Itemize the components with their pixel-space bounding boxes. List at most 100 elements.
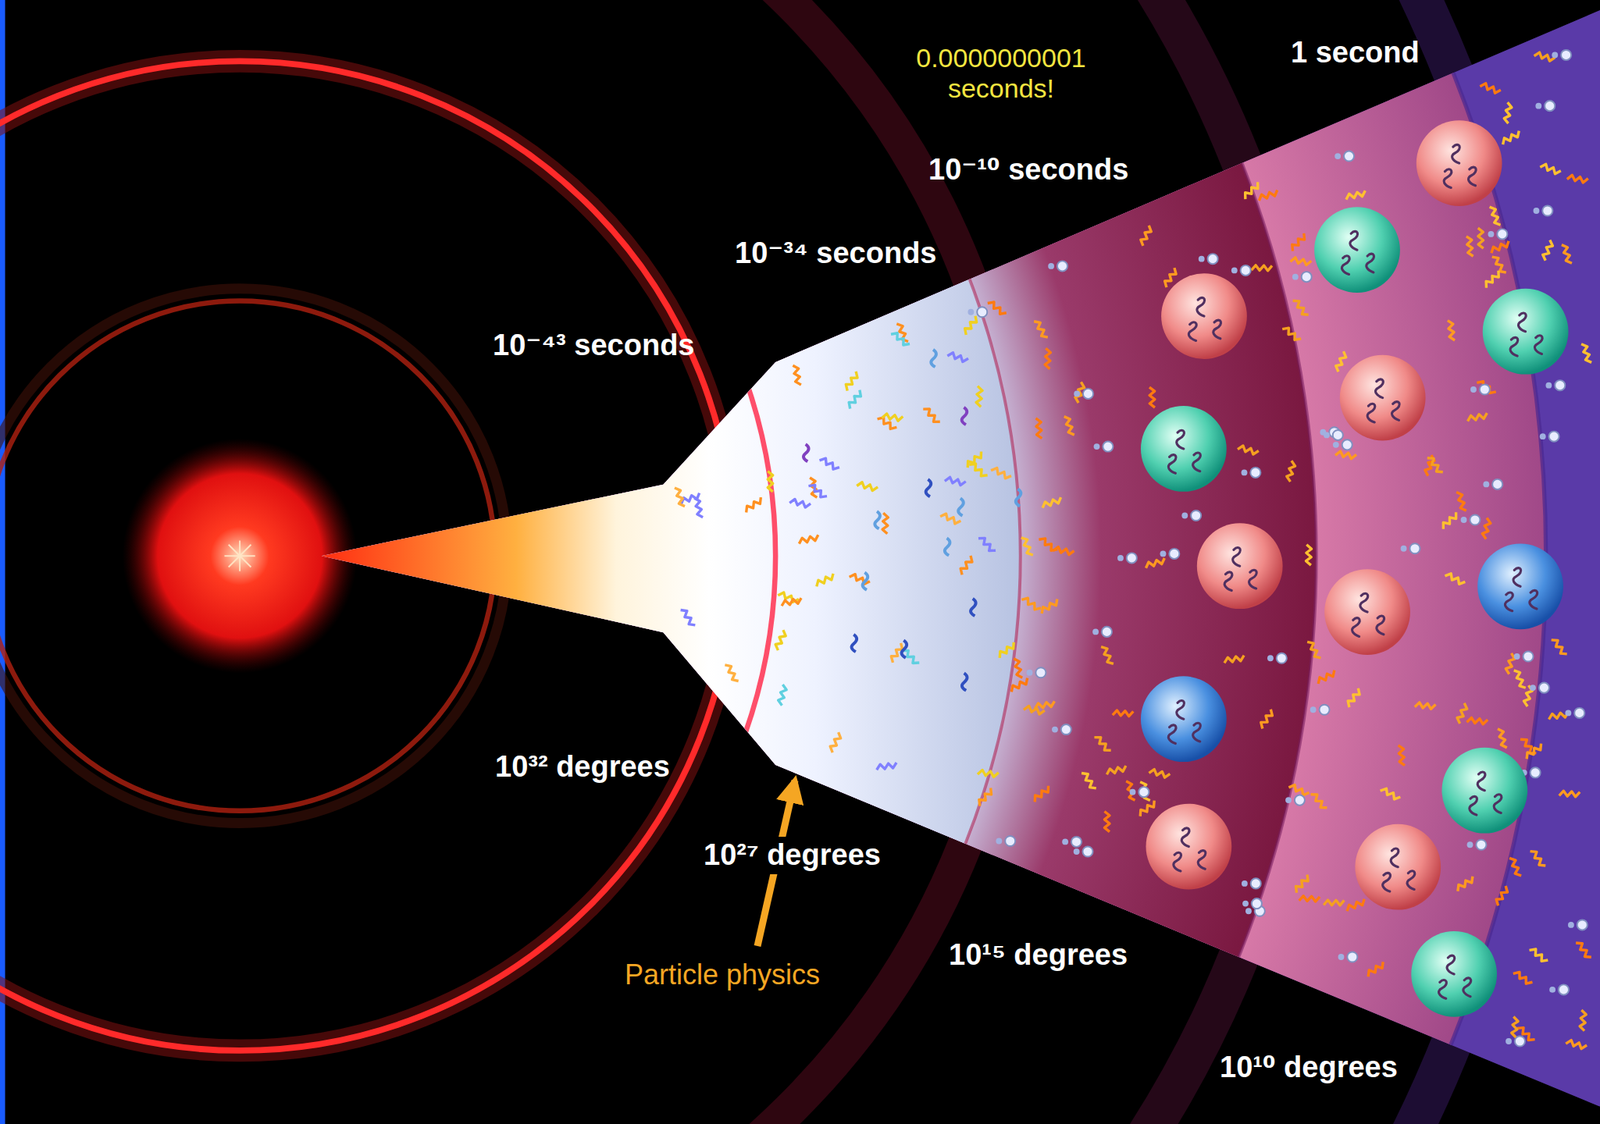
photon-wiggle: [1482, 270, 1502, 289]
photon-wiggle: [1257, 189, 1280, 200]
temperature-label: 10¹⁰ degrees: [1219, 1051, 1398, 1086]
hadron-ball: [1477, 543, 1564, 630]
electron-dot: [1529, 684, 1536, 692]
electron-dot: [1338, 954, 1345, 961]
photon-wiggle: [1299, 895, 1320, 902]
electron-dot: [1400, 545, 1408, 553]
electron-dot: [1093, 443, 1101, 450]
photon-wiggle: [882, 513, 889, 534]
photon-wiggle: [1282, 325, 1301, 343]
photon-wiggle: [1021, 536, 1034, 558]
photon-wiggle: [1444, 571, 1465, 587]
quark-mark: [1529, 590, 1538, 610]
photon-wiggle: [876, 762, 898, 770]
hadron-ball: [1161, 273, 1248, 360]
photon-wiggle: [1237, 444, 1259, 456]
quark-mark: [1469, 796, 1478, 816]
photon-wiggle: [1101, 644, 1114, 667]
electron-dot: [1488, 231, 1495, 238]
quark-mark: [1376, 616, 1385, 635]
quark-mark: [1168, 725, 1176, 745]
particle-mark: [901, 640, 908, 658]
electron-dot: [1117, 555, 1124, 562]
photon-wiggle: [680, 607, 696, 628]
photon-wiggle: [976, 386, 984, 408]
electron-dot: [1323, 432, 1330, 439]
photon-wiggle: [978, 534, 996, 554]
photon-wiggle: [1031, 786, 1052, 803]
photon-wiggle: [846, 390, 864, 410]
photon-wiggle: [776, 684, 788, 706]
photon-wiggle: [1529, 946, 1549, 964]
particle-mark: [930, 349, 937, 368]
hadron-ball: [1314, 206, 1401, 293]
electron-dot: [1539, 433, 1547, 440]
photon-wiggle: [680, 607, 696, 628]
quark-mark: [1249, 570, 1258, 589]
photon-wiggle: [1534, 51, 1556, 63]
photon-wiggle: [1126, 780, 1135, 802]
electron-dot: [1061, 839, 1069, 846]
electron-dot: [1496, 228, 1508, 239]
photon-wiggle: [1282, 325, 1301, 343]
electron-dot: [1047, 263, 1055, 270]
electron-dot: [1160, 550, 1167, 557]
photon-wiggle: [792, 364, 802, 386]
electron-dot: [1469, 514, 1480, 525]
quark-mark: [1213, 320, 1222, 339]
photon-wiggle: [1561, 243, 1572, 265]
photon-wiggle: [976, 788, 995, 807]
particle-mark: [970, 598, 977, 617]
hadron-ball: [1482, 288, 1569, 375]
quark-mark: [1468, 167, 1476, 186]
photon-wiggle: [940, 512, 961, 526]
particle-mark: [803, 444, 809, 462]
photon-wiggle: [1101, 644, 1114, 667]
photon-wiggle: [1289, 256, 1312, 267]
hadron-ball: [1140, 676, 1227, 763]
temperature-label: 10¹⁵ degrees: [948, 938, 1128, 973]
photon-wiggle: [1489, 241, 1511, 254]
quark-mark: [1391, 402, 1400, 421]
photon-wiggle: [1530, 848, 1547, 869]
photon-wiggle: [1289, 233, 1308, 252]
quark-mark: [1493, 794, 1502, 814]
electron-dot: [1545, 382, 1552, 389]
hadron-ball: [1145, 804, 1232, 891]
photon-wiggle: [962, 316, 980, 335]
photon-wiggle: [964, 452, 984, 469]
photon-wiggle: [1509, 856, 1522, 878]
time-label: 10⁻⁴³ seconds: [492, 328, 695, 364]
photon-wiggle: [1456, 491, 1467, 513]
photon-wiggle: [1476, 378, 1496, 396]
photon-wiggle: [1439, 512, 1459, 530]
photon-wiggle: [1345, 899, 1367, 912]
photon-wiggle: [881, 413, 903, 422]
photon-wiggle: [789, 498, 811, 509]
quark-mark: [1173, 852, 1182, 872]
electron-dot: [1334, 153, 1341, 160]
hadron-ball: [1339, 355, 1426, 442]
photon-wiggle: [969, 461, 988, 480]
particle-mark: [926, 479, 932, 497]
photon-wiggle: [1345, 190, 1367, 200]
electron-dot: [1535, 103, 1542, 110]
electron-dot: [1181, 513, 1188, 520]
photon-wiggle: [808, 482, 827, 501]
electron-dot: [1082, 846, 1093, 857]
photon-wiggle: [1345, 899, 1367, 912]
electron-dot: [1551, 52, 1558, 59]
hadron-ball: [1324, 569, 1411, 656]
electron-dot: [1129, 789, 1137, 796]
electron-dot: [1102, 441, 1113, 453]
electron-dot: [1190, 510, 1201, 521]
photon-wiggle: [1237, 444, 1259, 456]
photon-wiggle: [1033, 319, 1048, 340]
photon-wiggle: [1455, 703, 1469, 724]
electron-dot: [1542, 205, 1553, 216]
photon-wiggle: [1454, 876, 1476, 892]
electron-dot: [1475, 840, 1486, 851]
photon-wiggle: [1466, 413, 1488, 422]
photon-wiggle: [1365, 962, 1387, 977]
photon-wiggle: [1455, 703, 1469, 724]
